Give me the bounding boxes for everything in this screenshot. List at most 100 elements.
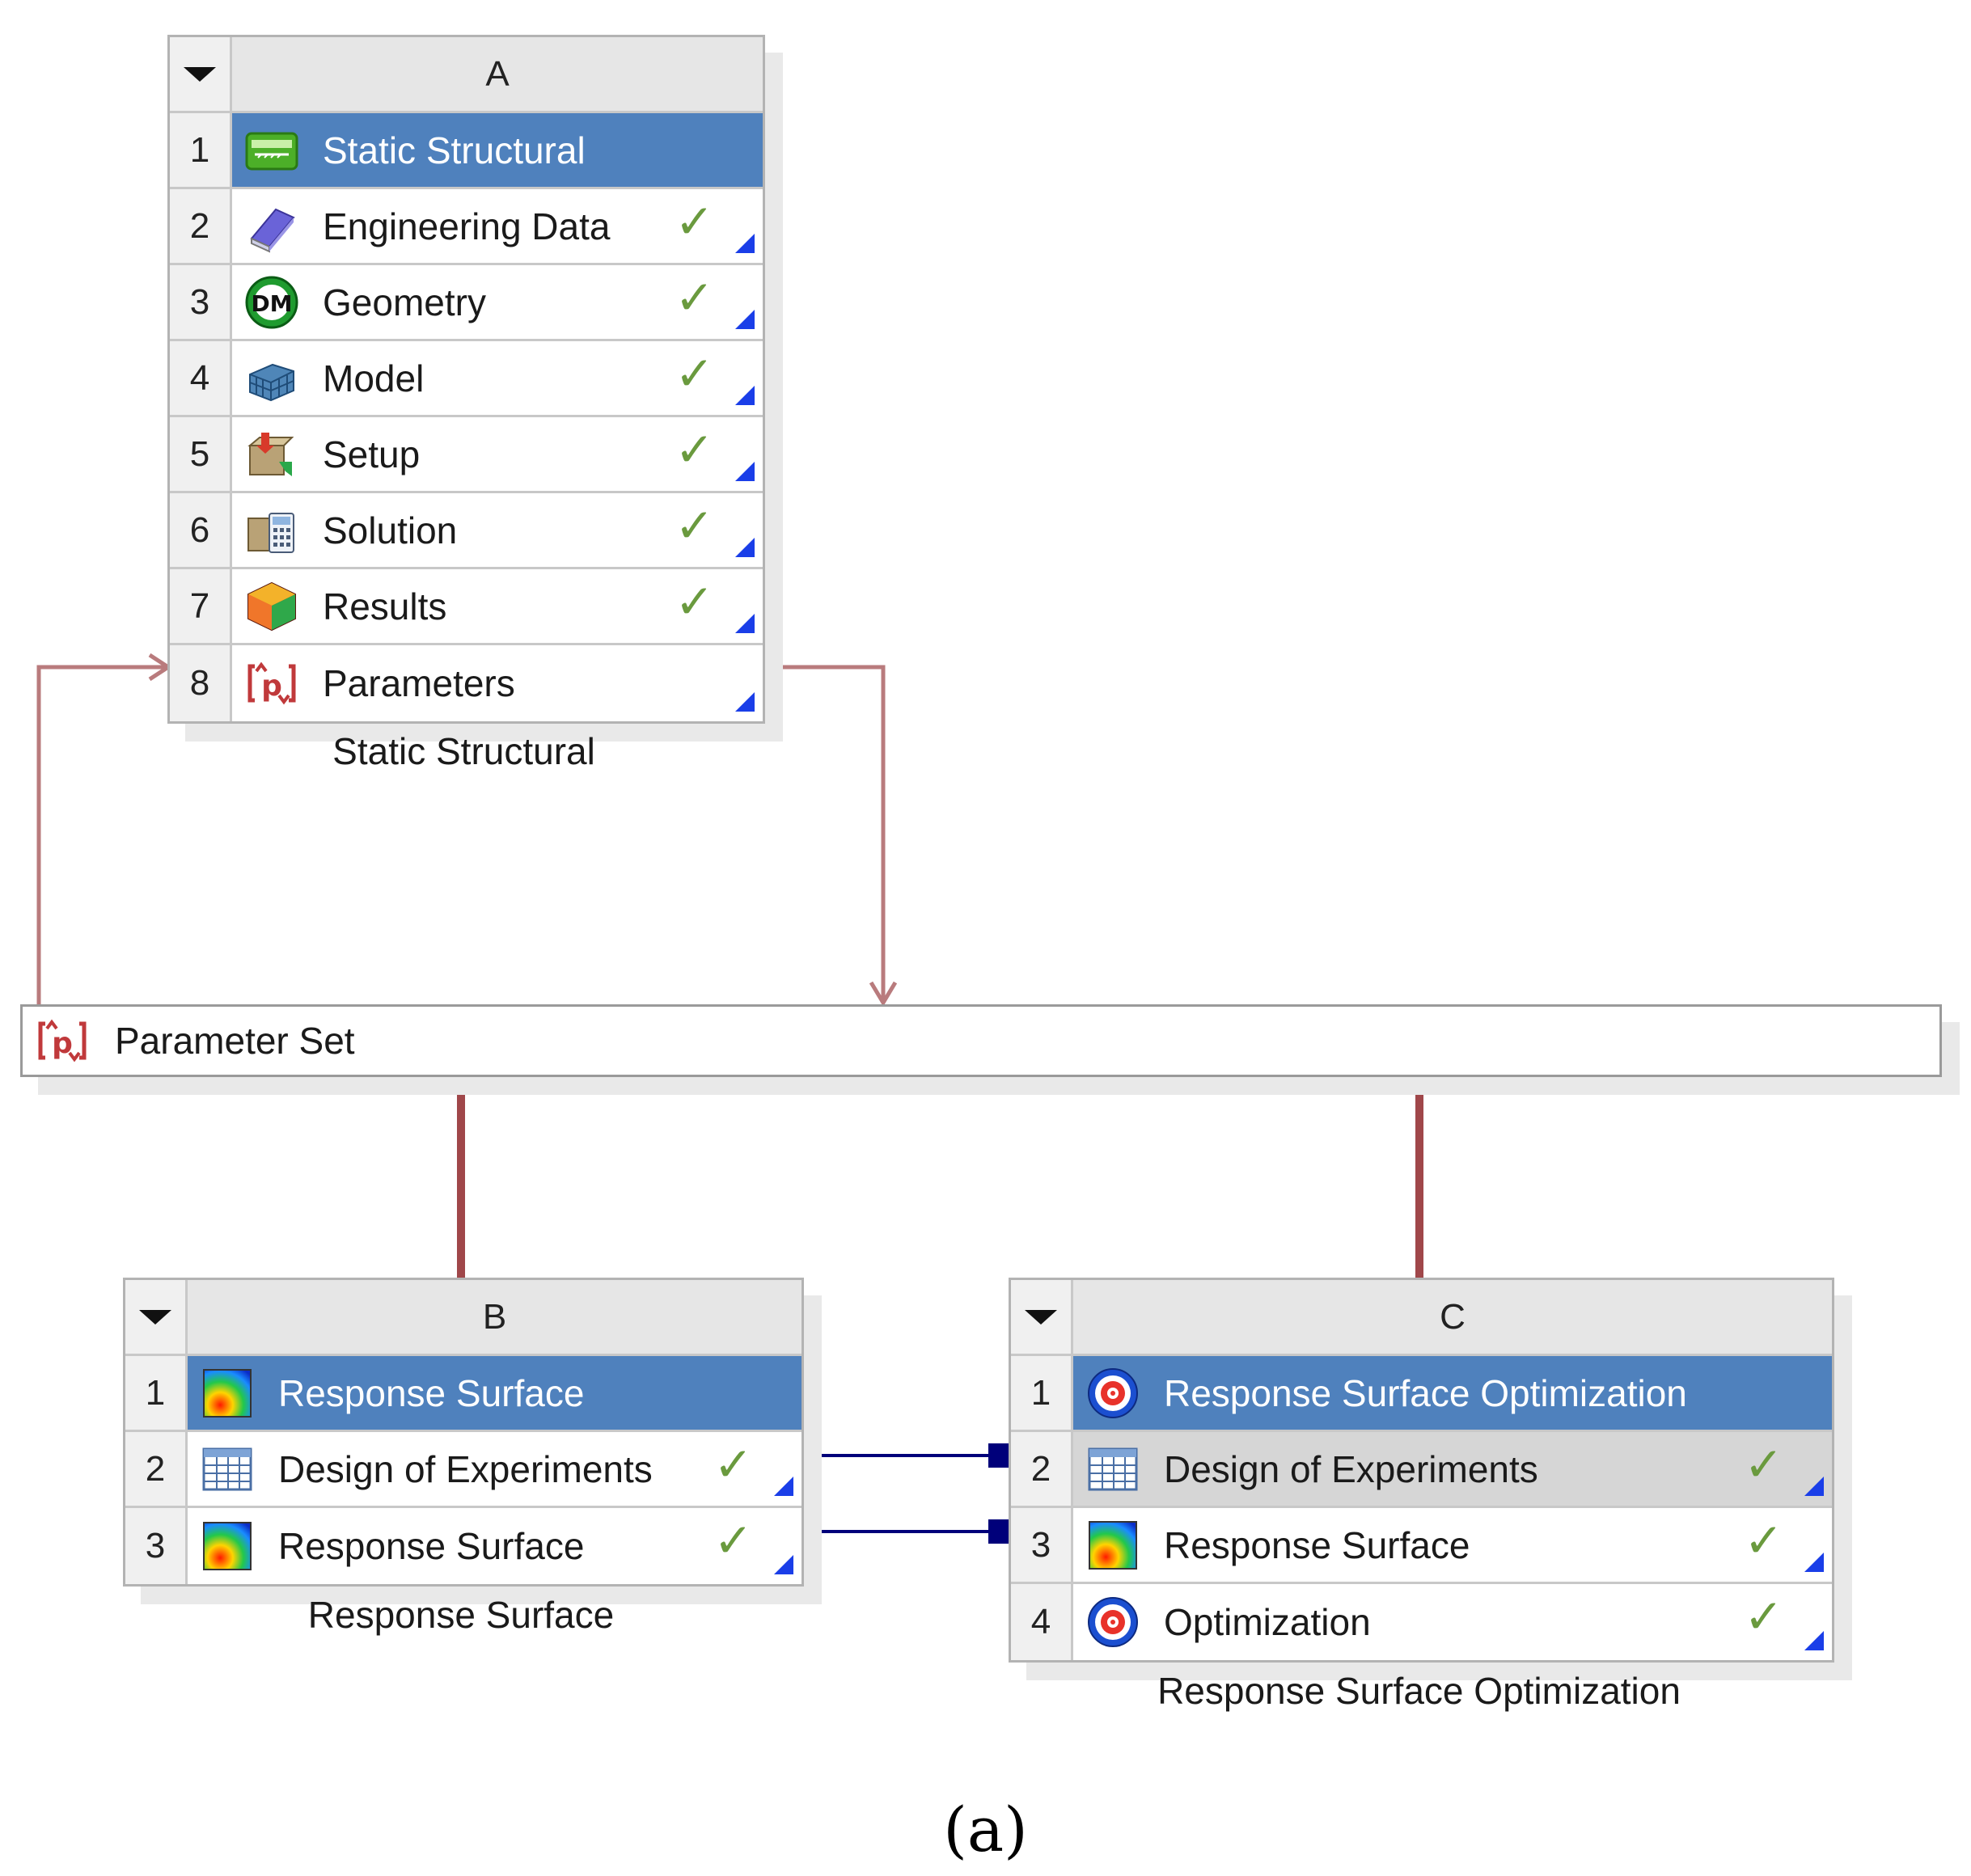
response-surface-icon (1089, 1520, 1137, 1570)
cell-engineering-data[interactable]: Engineering Data ✓ (232, 189, 763, 263)
system-a-caption: Static Structural (332, 730, 595, 772)
row-number: 5 (170, 417, 232, 491)
cell-corner-indicator-icon (735, 386, 755, 405)
cell-label: Response Surface Optimization (1164, 1371, 1687, 1414)
cell-design-of-experiments[interactable]: Design of Experiments ✓ (1073, 1432, 1832, 1506)
cell-label: Solution (323, 509, 458, 551)
results-icon (247, 581, 296, 631)
row-number: 3 (170, 265, 232, 339)
system-c-row-2[interactable]: 2 Design of Experiments ✓ (1011, 1432, 1832, 1508)
up-to-date-check-icon: ✓ (675, 424, 714, 476)
response-surface-icon (203, 1522, 252, 1570)
cell-label: Design of Experiments (1164, 1447, 1538, 1490)
solution-icon (247, 512, 294, 553)
up-to-date-check-icon: ✓ (675, 272, 714, 324)
cell-label: Design of Experiments (278, 1447, 653, 1490)
cell-corner-indicator-icon (774, 1477, 793, 1496)
cell-response-surface[interactable]: Response Surface (188, 1356, 802, 1430)
figure-label: (a) (943, 1794, 1028, 1865)
cell-parameters[interactable]: p Parameters (232, 645, 763, 721)
parameter-set-label: Parameter Set (115, 1020, 355, 1062)
cell-solution[interactable]: Solution✓ (232, 493, 763, 567)
cell-label: Parameters (323, 662, 515, 704)
chevron-down-icon (139, 1309, 171, 1325)
row-number: 2 (1011, 1432, 1073, 1506)
cell-label: Model (323, 357, 425, 399)
system-c-dropdown[interactable] (1011, 1280, 1073, 1354)
cell-corner-indicator-icon (735, 614, 755, 633)
system-b-letter: B (188, 1280, 802, 1354)
cell-corner-indicator-icon (1804, 1631, 1824, 1650)
cell-response-surface-optimization[interactable]: Response Surface Optimization (1073, 1356, 1832, 1430)
row-number: 6 (170, 493, 232, 567)
cell-design-of-experiments[interactable]: Design of Experiments✓ (188, 1432, 802, 1506)
up-to-date-check-icon: ✓ (713, 1515, 753, 1567)
cell-corner-indicator-icon (1804, 1553, 1824, 1572)
cell-model[interactable]: Model✓ (232, 341, 763, 415)
parameter-set-bar[interactable]: p Parameter Set (20, 1004, 1942, 1077)
cell-label: Geometry (323, 281, 486, 323)
cell-geometry[interactable]: DM Geometry ✓ (232, 265, 763, 339)
cell-label: Response Surface (278, 1525, 585, 1567)
cell-corner-indicator-icon (735, 538, 755, 557)
system-b-dropdown[interactable] (125, 1280, 188, 1354)
parameters-icon: p (38, 1019, 87, 1063)
system-b-header[interactable]: B (125, 1280, 802, 1356)
cell-label: Engineering Data (323, 205, 611, 247)
system-c-letter: C (1073, 1280, 1832, 1354)
cell-corner-indicator-icon (1804, 1477, 1824, 1496)
system-a-row-2[interactable]: 2 Engineering Data ✓ (170, 189, 763, 265)
engineering-data-icon (250, 208, 295, 253)
up-to-date-check-icon: ✓ (675, 196, 714, 248)
row-number: 2 (170, 189, 232, 263)
row-number: 1 (1011, 1356, 1073, 1430)
optimization-target-icon (1088, 1367, 1138, 1418)
optimization-target-icon (1088, 1597, 1138, 1647)
up-to-date-check-icon: ✓ (1744, 1515, 1783, 1567)
cell-results[interactable]: Results ✓ (232, 569, 763, 643)
system-c-row-1[interactable]: 1 Response Surface Optimization (1011, 1356, 1832, 1432)
cell-label: Optimization (1164, 1601, 1371, 1643)
cell-corner-indicator-icon (774, 1555, 793, 1574)
cell-static-structural[interactable]: Static Structural (232, 113, 763, 187)
row-number: 4 (170, 341, 232, 415)
chevron-down-icon (1025, 1309, 1057, 1325)
cell-label: Results (323, 585, 447, 627)
geometry-dm-icon: DM (245, 276, 298, 328)
up-to-date-check-icon: ✓ (1744, 1439, 1783, 1491)
row-number: 1 (125, 1356, 188, 1430)
system-a-dropdown[interactable] (170, 37, 232, 111)
cell-corner-indicator-icon (735, 234, 755, 253)
design-of-experiments-icon (202, 1447, 252, 1490)
cell-setup[interactable]: Setup✓ (232, 417, 763, 491)
cell-response-surface[interactable]: Response Surface✓ (1073, 1508, 1832, 1582)
up-to-date-check-icon: ✓ (675, 576, 714, 628)
setup-icon (247, 432, 294, 476)
cell-response-surface[interactable]: Response Surface ✓ (188, 1508, 802, 1584)
cell-optimization[interactable]: Optimization✓ (1073, 1584, 1832, 1660)
parameters-icon: p (247, 661, 296, 705)
chevron-down-icon (184, 66, 216, 82)
row-number: 4 (1011, 1584, 1073, 1660)
system-c-header[interactable]: C (1011, 1280, 1832, 1356)
row-number: 8 (170, 645, 232, 721)
model-mesh-icon (249, 363, 294, 401)
system-a-header[interactable]: A (170, 37, 763, 113)
static-structural-icon (245, 132, 298, 170)
cell-corner-indicator-icon (735, 310, 755, 329)
